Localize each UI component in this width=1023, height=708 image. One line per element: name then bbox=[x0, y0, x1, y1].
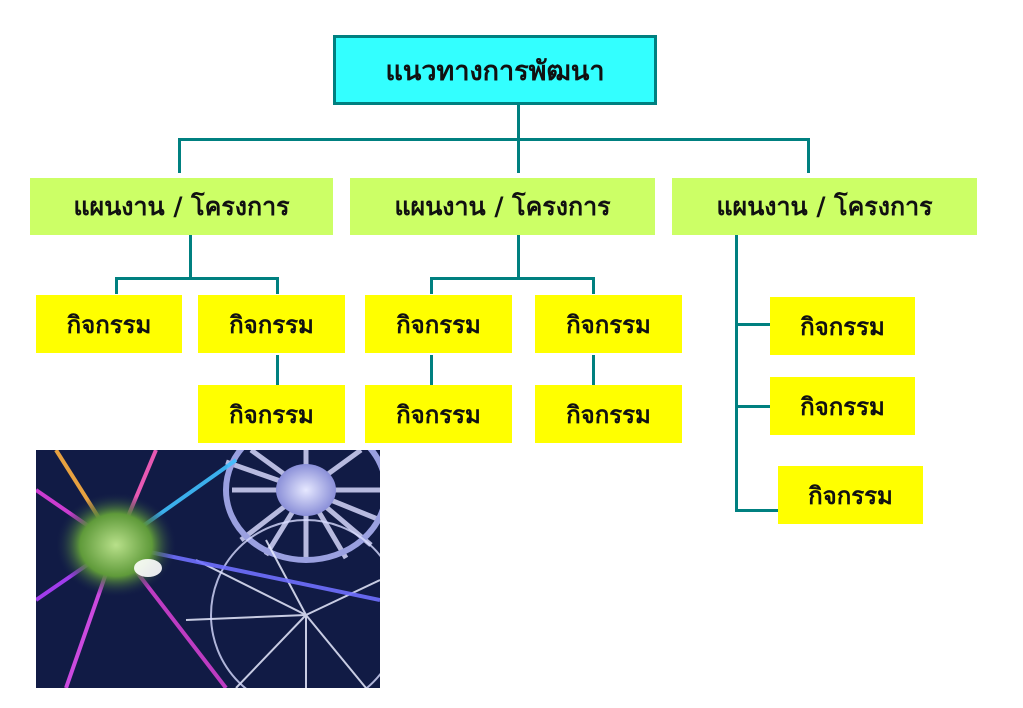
connector bbox=[178, 138, 810, 141]
activity-node: กิจกรรม bbox=[535, 385, 682, 443]
connector bbox=[276, 355, 279, 385]
connector bbox=[517, 138, 520, 173]
activity-node: กิจกรรม bbox=[36, 295, 182, 353]
activity-node: กิจกรรม bbox=[365, 295, 512, 353]
activity-node: กิจกรรม bbox=[365, 385, 512, 443]
connector bbox=[517, 235, 520, 279]
connector bbox=[517, 105, 520, 140]
activity-node: กิจกรรม bbox=[198, 385, 345, 443]
connector bbox=[592, 355, 595, 385]
connector bbox=[735, 235, 738, 512]
connector bbox=[115, 277, 279, 280]
root-node: แนวทางการพัฒนา bbox=[333, 35, 657, 105]
connector bbox=[735, 509, 778, 512]
activity-node: กิจกรรม bbox=[770, 377, 915, 435]
decorative-spokes-image bbox=[36, 450, 380, 688]
connector bbox=[189, 235, 192, 279]
connector bbox=[430, 355, 433, 385]
plan-node: แผนงาน / โครงการ bbox=[350, 178, 655, 235]
connector bbox=[430, 277, 433, 294]
connector bbox=[276, 277, 279, 294]
connector bbox=[178, 138, 181, 173]
connector bbox=[430, 277, 595, 280]
connector bbox=[115, 277, 118, 294]
connector bbox=[807, 138, 810, 173]
connector bbox=[735, 405, 770, 408]
activity-node: กิจกรรม bbox=[198, 295, 345, 353]
activity-node: กิจกรรม bbox=[778, 466, 923, 524]
connector bbox=[735, 323, 770, 326]
connector bbox=[592, 277, 595, 294]
activity-node: กิจกรรม bbox=[535, 295, 682, 353]
plan-node: แผนงาน / โครงการ bbox=[30, 178, 333, 235]
activity-node: กิจกรรม bbox=[770, 297, 915, 355]
plan-node: แผนงาน / โครงการ bbox=[672, 178, 977, 235]
